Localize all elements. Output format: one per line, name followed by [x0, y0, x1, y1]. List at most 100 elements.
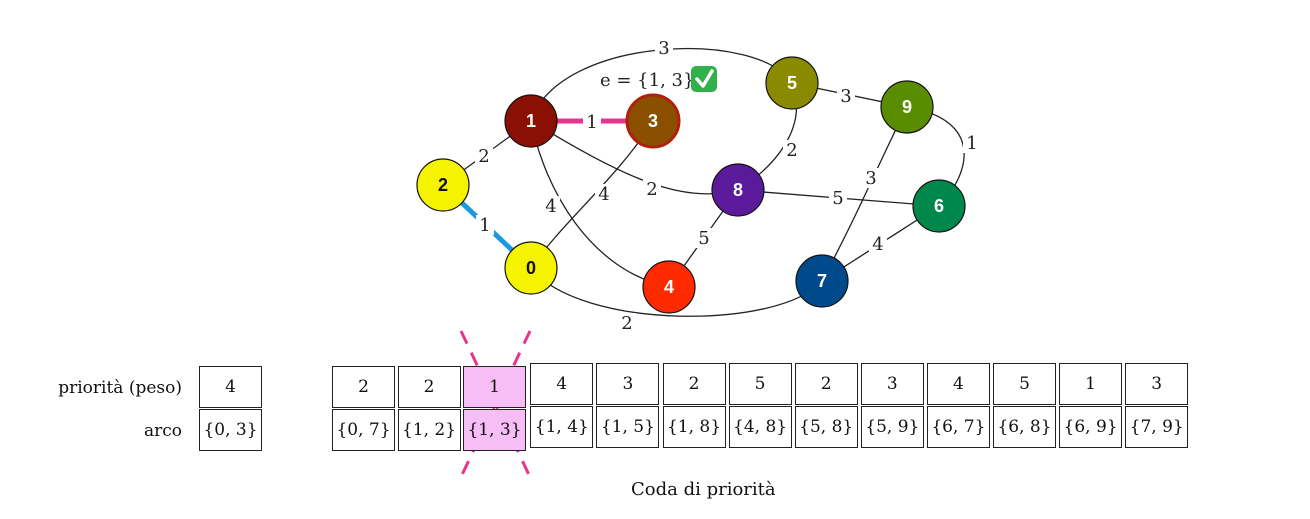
edge-weight-label: 4	[872, 234, 883, 255]
queue-priority-cell: 5	[993, 363, 1056, 405]
edge-weight-bg	[655, 38, 673, 58]
queue-edge-cell: {6, 7}	[926, 406, 990, 448]
edge-weight-bg	[542, 196, 560, 216]
node-label: 4	[664, 277, 674, 297]
queue-edge-cell: {1, 5}	[596, 406, 660, 448]
queue-priority-cell: 3	[860, 363, 924, 405]
node-6: 6	[912, 179, 966, 233]
queue-priority-cell: 2	[397, 366, 461, 408]
edge-weight-label: 3	[658, 38, 669, 59]
edge-1-4: 4	[530, 120, 670, 288]
node-3: 3	[625, 93, 681, 149]
node-5: 5	[765, 56, 819, 110]
edge-0-7: 2	[530, 267, 823, 334]
node-label: 3	[648, 111, 658, 131]
edge-weight-bg	[783, 140, 801, 160]
node-circle	[642, 260, 696, 314]
edge-8-6: 5	[737, 188, 940, 209]
queue-edge-cell: {1, 2}	[397, 409, 461, 451]
edge-line	[530, 120, 654, 269]
edge-weight-label: 2	[478, 146, 489, 167]
queue-caption: Coda di priorità	[631, 479, 776, 500]
edge-weight-bg	[862, 168, 880, 188]
edge-weight-bg	[476, 215, 494, 235]
edge-weight-label: 2	[621, 313, 632, 334]
node-circle	[912, 179, 966, 233]
queue-priority-cell: 3	[1125, 363, 1189, 405]
node-circle	[795, 254, 849, 308]
queue-edge-cell: {1, 3}	[463, 409, 526, 451]
annotation-layer: e = {1, 3}	[600, 66, 717, 92]
node-circle	[504, 94, 558, 148]
node-label: 9	[902, 97, 912, 117]
node-circle	[765, 56, 819, 110]
node-label: 5	[787, 73, 797, 93]
queue-edge-cell: {5, 9}	[860, 406, 924, 448]
edge-weight-bg	[583, 112, 601, 132]
edge-weight-label: 1	[479, 215, 490, 236]
node-8: 8	[711, 163, 765, 217]
queue-edge-cell: {7, 9}	[1125, 406, 1189, 448]
popped-edge-cell: {0, 3}	[199, 409, 262, 451]
queue-priority-cell: 4	[926, 363, 990, 405]
queue-priority-cell: 1	[1059, 363, 1123, 405]
node-label: 2	[438, 175, 448, 195]
edge-weight-label: 3	[840, 86, 851, 107]
nodes-layer: 0 1 2 3 4 5 6 7 8 9	[416, 56, 966, 314]
edge-weight-label: 1	[966, 133, 977, 154]
edge-weight-bg	[695, 228, 713, 248]
queue-edge-cell: {6, 8}	[993, 406, 1056, 448]
queue-priority-cell: 4	[530, 363, 594, 405]
edge-weight-label: 3	[865, 168, 876, 189]
node-0: 0	[504, 241, 558, 295]
selected-edge-annotation: e = {1, 3}	[600, 70, 694, 91]
node-label: 1	[526, 111, 536, 131]
node-circle	[625, 93, 681, 149]
edge-weight-bg	[618, 313, 636, 333]
queue-priority-cell: 2	[662, 363, 726, 405]
edge-weight-label: 4	[545, 196, 556, 217]
node-label: 0	[526, 258, 536, 278]
queue-edge-cell: {1, 8}	[662, 406, 726, 448]
node-7: 7	[795, 254, 849, 308]
edge-weight-label: 1	[586, 112, 597, 133]
edge-weight-label: 2	[646, 179, 657, 200]
queue-priority-cell: 5	[728, 363, 792, 405]
edge-line	[530, 267, 823, 317]
edge-weight-bg	[963, 133, 981, 153]
edge-weight-label: 5	[832, 188, 843, 209]
edge-weight-bg	[475, 146, 493, 166]
queue-edge-cell: {1, 4}	[530, 406, 594, 448]
edge-row-label: arco	[143, 421, 182, 441]
edge-0-3: 4	[530, 120, 654, 269]
edge-weight-label: 4	[598, 184, 609, 205]
node-circle	[416, 158, 470, 212]
edge-weight-label: 2	[786, 140, 797, 161]
edge-line	[530, 120, 670, 288]
priority-row-label: priorità (peso)	[58, 378, 182, 398]
check-mark-icon	[691, 66, 717, 92]
edge-weight-bg	[829, 188, 847, 208]
node-2: 2	[416, 158, 470, 212]
queue-priority-cell: 3	[596, 363, 660, 405]
node-circle	[880, 80, 934, 134]
queue-edge-cell: {5, 8}	[794, 406, 858, 448]
edge-weight-bg	[643, 179, 661, 199]
edges-layer: 3 1 2 4 2 1 4 2 3 2 1 3 5 5 4	[441, 38, 981, 334]
edge-weight-bg	[595, 184, 613, 204]
edge-weight-label: 5	[698, 228, 709, 249]
node-9: 9	[880, 80, 934, 134]
queue-edge-cell: {4, 8}	[728, 406, 792, 448]
queue-edge-cell: {6, 9}	[1059, 406, 1123, 448]
queue-priority-cell: 2	[332, 366, 395, 408]
queue-priority-cell: 2	[794, 363, 858, 405]
queue-priority-cell: 1	[463, 366, 526, 408]
node-label: 8	[733, 180, 743, 200]
popped-priority-cell: 4	[199, 366, 262, 408]
node-label: 7	[817, 271, 827, 291]
queue-edge-cell: {0, 7}	[332, 409, 395, 451]
edge-weight-bg	[869, 234, 887, 254]
edge-weight-bg	[837, 86, 855, 106]
node-circle	[504, 241, 558, 295]
